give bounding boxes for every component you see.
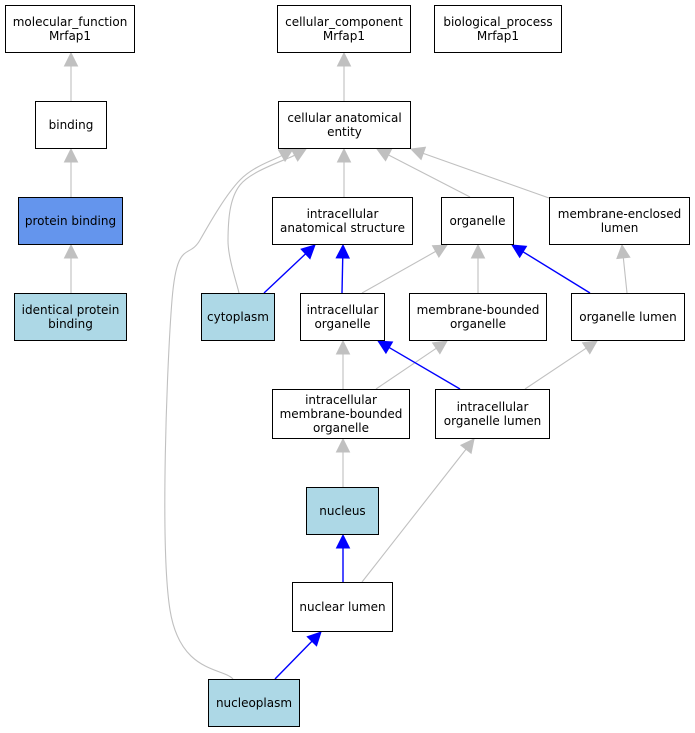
arrowhead — [63, 51, 79, 67]
node-protein-binding[interactable]: protein binding — [18, 197, 123, 245]
node-intracellular-membrane-bounded-organelle[interactable]: intracellular membrane-bounded organelle — [272, 389, 410, 439]
edge-line — [164, 155, 283, 680]
edge-is-a-intracellular-membrane-bounded-organelle-to-membrane-bounded-organelle — [375, 340, 448, 390]
edge-is-a-intracellular-organelle-to-organelle — [361, 244, 448, 294]
edge-is-a-binding-to-mf-root — [63, 51, 79, 101]
edge-line — [522, 251, 591, 294]
edge-line — [361, 250, 436, 294]
node-membrane-enclosed-lumen[interactable]: membrane-enclosed lumen — [549, 197, 690, 245]
edge-is-a-protein-binding-to-binding — [63, 147, 79, 197]
arrowhead — [431, 340, 448, 355]
edge-layer — [63, 51, 631, 680]
arrowhead — [300, 244, 316, 260]
edge-line — [388, 346, 461, 390]
edge-is-a-membrane-enclosed-lumen-to-cellular-anatomical-entity — [409, 146, 550, 199]
node-cytoplasm[interactable]: cytoplasm — [201, 293, 275, 341]
arrowhead — [377, 340, 394, 355]
node-nucleoplasm[interactable]: nucleoplasm — [208, 679, 300, 727]
arrowhead — [335, 339, 351, 355]
node-binding[interactable]: binding — [35, 101, 107, 149]
arrowhead — [335, 243, 351, 259]
node-molecular-function[interactable]: molecular_function Mrfap1 — [5, 5, 135, 53]
edge-is-a-intracellular-organelle-lumen-to-organelle-lumen — [524, 340, 598, 390]
node-biological-process[interactable]: biological_process Mrfap1 — [434, 5, 562, 53]
arrowhead — [459, 438, 475, 455]
edge-line — [361, 448, 467, 583]
arrowhead — [290, 148, 307, 162]
edge-part-of-intracellular-organelle-lumen-to-intracellular-organelle — [377, 340, 461, 390]
node-membrane-bounded-organelle[interactable]: membrane-bounded organelle — [409, 293, 547, 341]
arrowhead — [63, 147, 79, 163]
edge-line — [227, 154, 295, 294]
node-identical-protein-binding[interactable]: identical protein binding — [14, 293, 127, 341]
arrowhead — [376, 148, 393, 162]
node-organelle[interactable]: organelle — [441, 197, 514, 245]
node-nucleus[interactable]: nucleus — [306, 487, 379, 535]
edge-line — [524, 347, 587, 390]
edge-is-a-organelle-to-cellular-anatomical-entity — [376, 148, 471, 198]
edge-is-a-intracellular-membrane-bounded-organelle-to-intracellular-organelle — [335, 339, 351, 389]
edge-is-a-nuclear-lumen-to-intracellular-organelle-lumen — [361, 438, 475, 583]
arrowhead — [511, 244, 528, 259]
node-intracellular-anatomical-structure[interactable]: intracellular anatomical structure — [272, 197, 413, 245]
arrowhead — [336, 51, 352, 67]
arrowhead — [277, 148, 294, 163]
node-cellular-component[interactable]: cellular_component Mrfap1 — [277, 5, 411, 53]
arrowhead — [63, 243, 79, 259]
arrowhead — [431, 244, 448, 259]
edge-line — [375, 347, 437, 390]
node-organelle-lumen[interactable]: organelle lumen — [571, 293, 685, 341]
edge-is-a-intracellular-anatomical-structure-to-cellular-anatomical-entity — [336, 147, 352, 197]
arrowhead — [409, 146, 427, 161]
edge-part-of-cytoplasm-to-intracellular-anatomical-structure — [263, 244, 316, 294]
edge-is-a-nucleus-to-intracellular-membrane-bounded-organelle — [335, 437, 351, 487]
edge-is-a-organelle-lumen-to-membrane-enclosed-lumen — [616, 243, 631, 294]
node-intracellular-organelle-lumen[interactable]: intracellular organelle lumen — [435, 389, 550, 439]
edge-is-a-cellular-anatomical-entity-to-cc-root — [336, 51, 352, 101]
edge-is-a-membrane-bounded-organelle-to-organelle — [470, 243, 486, 293]
edge-line — [274, 640, 313, 680]
edge-part-of-intracellular-organelle-to-intracellular-anatomical-structure — [335, 243, 351, 294]
edge-is-a-nucleoplasm-to-cellular-anatomical-entity — [164, 148, 294, 680]
edge-line — [263, 253, 307, 294]
edge-line — [423, 152, 550, 199]
node-intracellular-organelle[interactable]: intracellular organelle — [300, 293, 385, 341]
arrowhead — [336, 147, 352, 163]
arrowhead — [470, 243, 486, 259]
edge-is-a-cytoplasm-to-cellular-anatomical-entity — [227, 148, 307, 294]
node-nuclear-lumen[interactable]: nuclear lumen — [292, 582, 393, 632]
node-cellular-anatomical-entity[interactable]: cellular anatomical entity — [278, 101, 411, 149]
edge-part-of-nuclear-lumen-to-nucleus — [335, 533, 351, 582]
edge-part-of-nucleoplasm-to-nuclear-lumen — [274, 631, 322, 680]
edge-is-a-identical-protein-binding-to-protein-binding — [63, 243, 79, 293]
edge-line — [622, 257, 628, 294]
arrowhead — [581, 340, 598, 355]
edge-line — [388, 154, 471, 198]
arrowhead — [335, 437, 351, 453]
arrowhead — [616, 243, 631, 260]
edge-part-of-organelle-lumen-to-organelle — [511, 244, 591, 294]
arrowhead — [306, 631, 322, 647]
edge-line — [341, 257, 344, 294]
arrowhead — [335, 533, 351, 549]
